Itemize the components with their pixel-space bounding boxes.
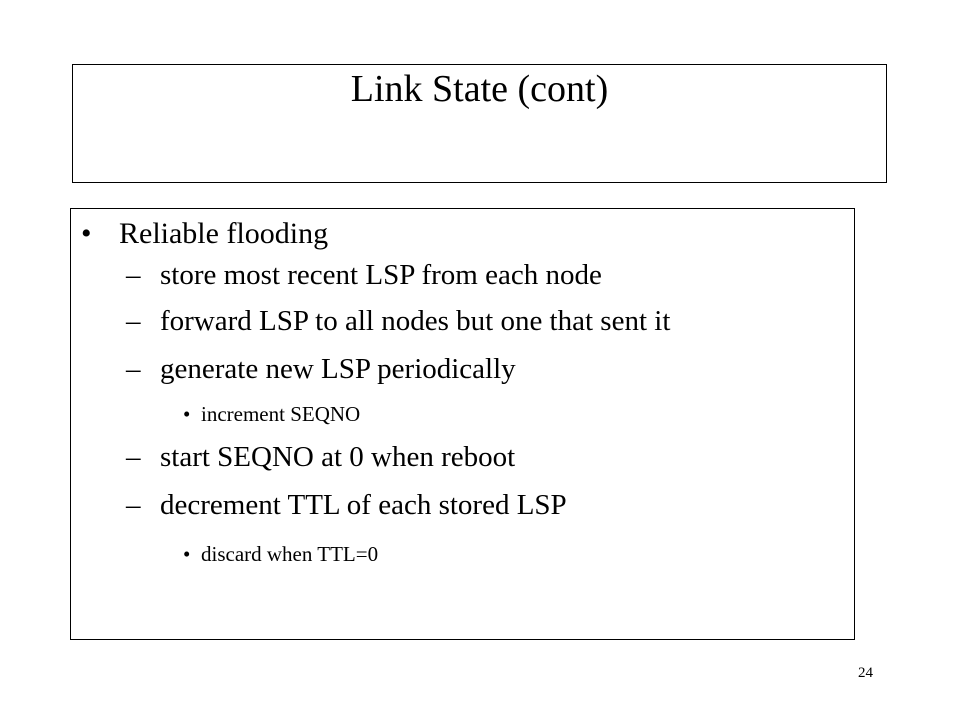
bullet-marker: •: [81, 217, 92, 250]
dash-marker: –: [126, 489, 141, 521]
bullet-marker: •: [183, 402, 191, 426]
title-box: Link State (cont): [72, 64, 887, 183]
dash-marker: –: [126, 305, 141, 337]
slide-title: Link State (cont): [350, 68, 609, 110]
bullet-text: decrement TTL of each stored LSP: [160, 489, 567, 521]
dash-marker: –: [126, 353, 141, 385]
bullet-text: increment SEQNO: [201, 402, 361, 426]
content-box: • Reliable flooding – store most recent …: [70, 208, 855, 640]
bullet-text: start SEQNO at 0 when reboot: [160, 441, 516, 473]
bullet-text: store most recent LSP from each node: [160, 259, 602, 291]
dash-marker: –: [126, 441, 141, 473]
bullet-text: Reliable flooding: [119, 217, 329, 250]
bullet-text: generate new LSP periodically: [160, 353, 516, 385]
dash-marker: –: [126, 259, 141, 291]
bullet-text: forward LSP to all nodes but one that se…: [160, 305, 671, 337]
bullet-marker: •: [183, 542, 191, 566]
bullet-text: discard when TTL=0: [201, 542, 379, 566]
page-number: 24: [858, 665, 873, 681]
